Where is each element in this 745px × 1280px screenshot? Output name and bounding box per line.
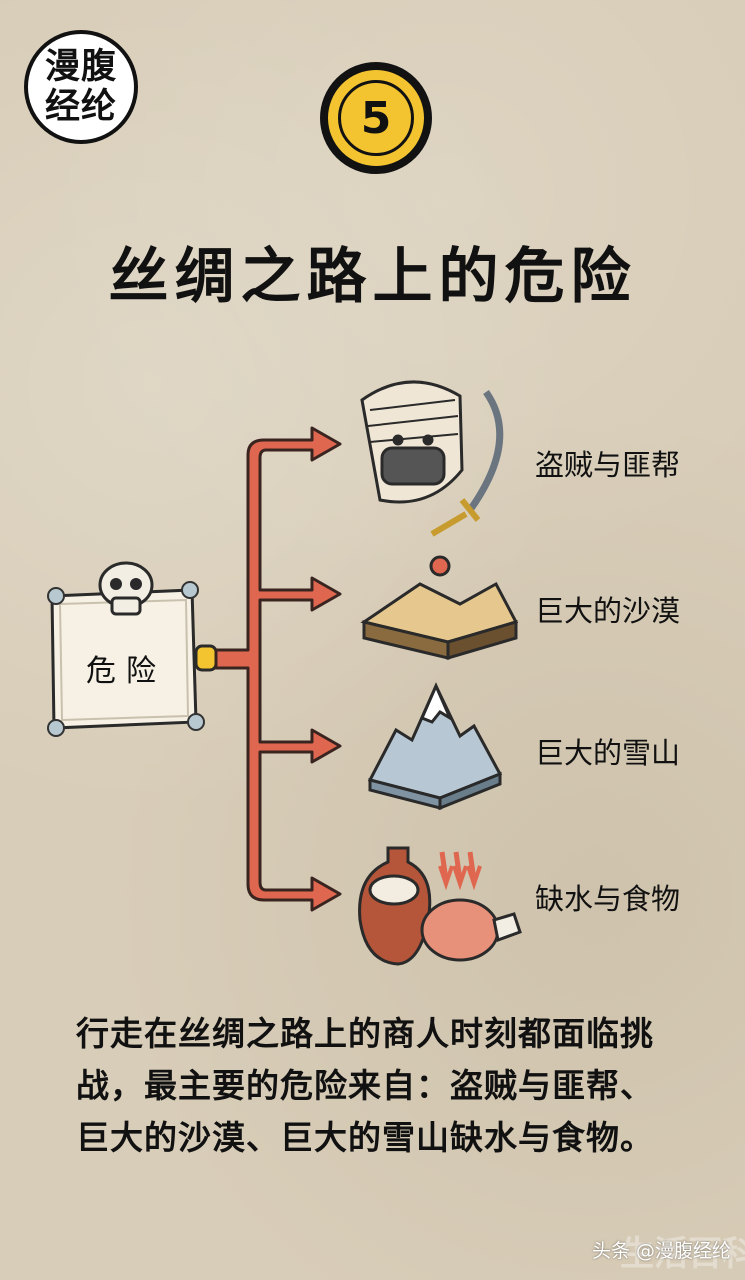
logo-line-2: 经纶 [44, 87, 117, 127]
arrow-trunk [214, 426, 342, 912]
root-scroll [47, 581, 205, 737]
branch-label-bandits: 盗贼与匪帮 [535, 448, 681, 482]
description-text: 行走在丝绸之路上的商人时刻都面临挑战，最主要的危险来自：盗贼与匪帮、巨大的沙漠、… [76, 1014, 654, 1157]
watermark: 头条 @漫腹经纶 [592, 1240, 732, 1262]
desert-icon [360, 555, 519, 661]
connector-ring [194, 644, 218, 672]
snow-mountain-icon [367, 682, 503, 811]
water-jar-and-meat-icon [358, 846, 522, 966]
page-title: 丝绸之路上的危险 [108, 242, 637, 312]
branch-label-water-food: 缺水与食物 [535, 882, 681, 916]
brand-logo: 漫腹 经纶 [24, 30, 138, 144]
skull-icon [98, 561, 154, 616]
branch-label-snow-mountain: 巨大的雪山 [535, 736, 681, 770]
root-node-label: 危险 [86, 654, 166, 689]
badge-inner-ring [338, 80, 414, 156]
branch-label-desert: 巨大的沙漠 [535, 594, 681, 628]
faded-watermark: 生活百科 [620, 1234, 745, 1274]
bandit-icon [360, 380, 504, 537]
logo-line-1: 漫腹 [44, 47, 117, 87]
